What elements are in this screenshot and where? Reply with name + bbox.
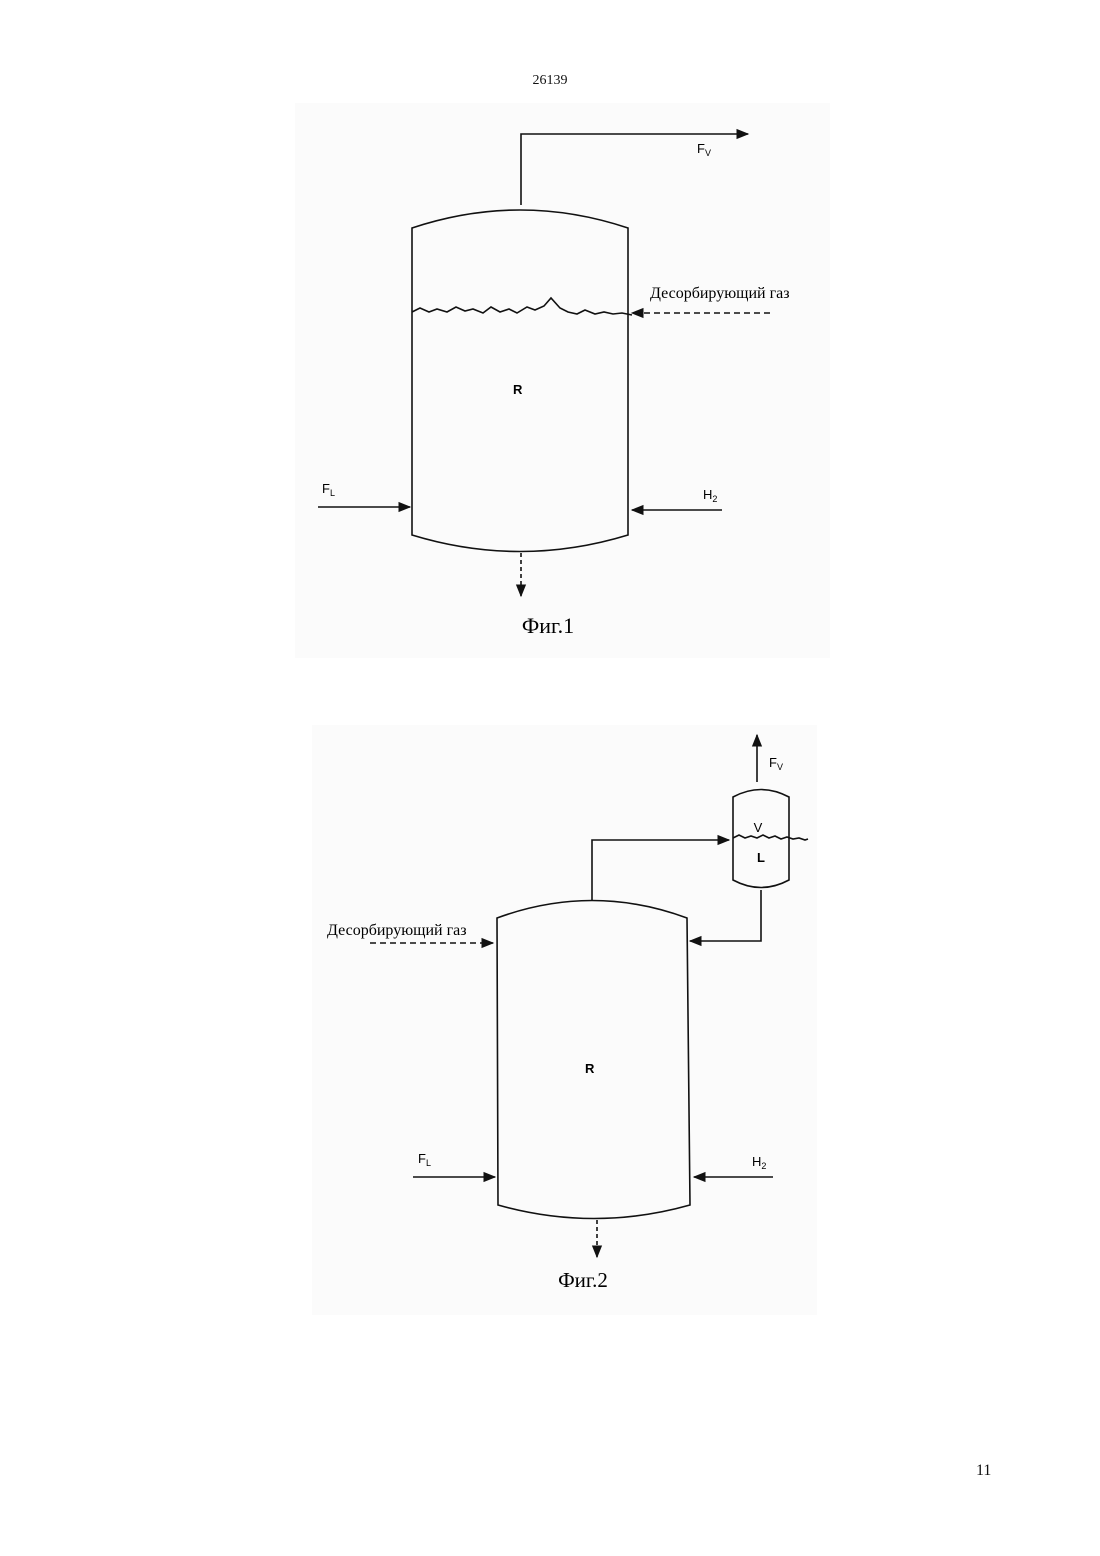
reactor-vessel-2	[497, 901, 690, 1219]
reactor-label-2: R	[585, 1061, 595, 1076]
separator-liquid-label: L	[757, 850, 765, 865]
stripping-gas-label-2: Десорбирующий газ	[327, 922, 467, 939]
vapor-out-label-2: FV	[769, 755, 783, 772]
liquid-feed-label-2: FL	[418, 1151, 431, 1168]
separator-liquid-level	[733, 835, 808, 840]
overhead-line-2	[592, 840, 729, 900]
page-number: 11	[976, 1462, 991, 1480]
figure-2-caption: Фиг.2	[558, 1268, 608, 1292]
separator-vapor-label: V	[754, 820, 763, 835]
liquid-return-line-2	[690, 890, 761, 941]
hydrogen-label-2: H2	[752, 1154, 766, 1171]
